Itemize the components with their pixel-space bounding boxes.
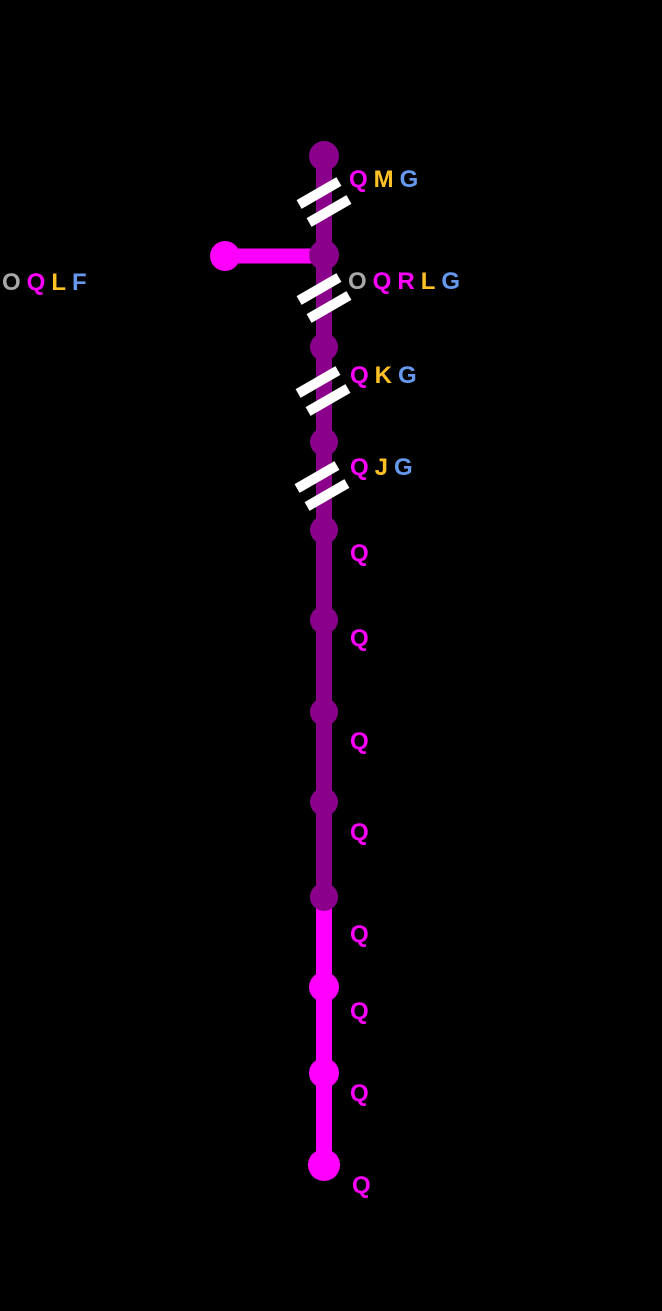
station-q-8-terminus-dot xyxy=(308,1149,340,1181)
label-letter: Q xyxy=(26,269,52,296)
label-letter: Q xyxy=(350,1080,375,1107)
label-letter: Q xyxy=(350,362,375,389)
label-q-3: Q xyxy=(350,730,375,754)
station-oqrlg-dot xyxy=(309,240,339,270)
closure-marker-1 xyxy=(296,177,352,227)
label-letter: Q xyxy=(350,819,375,846)
station-qmg-terminus-dot xyxy=(309,141,339,171)
closure-marker-bar xyxy=(306,195,352,227)
label-qmg: QMG xyxy=(349,168,424,192)
label-q-1: Q xyxy=(350,542,375,566)
label-letter: G xyxy=(441,268,467,295)
label-oqlf: OQLF xyxy=(2,271,93,295)
label-q-7: Q xyxy=(350,1082,375,1106)
label-letter: Q xyxy=(352,1172,377,1199)
label-letter: Q xyxy=(350,540,375,567)
closure-marker-bar xyxy=(304,479,350,511)
station-q-1-dot xyxy=(310,516,338,544)
closure-marker-bar xyxy=(294,461,340,493)
label-letter: K xyxy=(374,362,399,389)
label-letter: Q xyxy=(349,166,374,193)
label-letter: O xyxy=(2,269,27,296)
closure-marker-bar-rect xyxy=(296,177,342,209)
closure-marker-bar-rect xyxy=(304,479,350,511)
label-q-2: Q xyxy=(350,627,375,651)
station-q-6-dot xyxy=(309,972,339,1002)
label-q-4: Q xyxy=(350,821,375,845)
closure-marker-bar-rect xyxy=(306,195,352,227)
station-qkg-dot xyxy=(310,333,338,361)
label-letter: Q xyxy=(372,268,398,295)
label-letter: Q xyxy=(350,625,375,652)
station-oqlf-terminus-dot xyxy=(210,241,240,271)
closure-marker-bar xyxy=(296,177,342,209)
label-letter: R xyxy=(397,268,421,295)
label-letter: O xyxy=(348,268,373,295)
station-qjg-dot xyxy=(310,428,338,456)
label-q-8: Q xyxy=(352,1174,377,1198)
label-letter: M xyxy=(373,166,400,193)
label-letter: J xyxy=(374,454,395,481)
label-letter: Q xyxy=(350,921,375,948)
label-letter: G xyxy=(398,362,423,389)
closure-marker-bar xyxy=(295,366,341,398)
closure-marker-bar-rect xyxy=(295,366,341,398)
closure-marker-bar-rect xyxy=(294,461,340,493)
label-qkg: QKG xyxy=(350,364,423,388)
station-q-2-dot xyxy=(310,606,338,634)
station-q-5-dot xyxy=(310,883,338,911)
closure-marker-3 xyxy=(295,366,351,416)
label-letter: G xyxy=(399,166,425,193)
label-q-5: Q xyxy=(350,923,375,947)
station-q-4-dot xyxy=(310,788,338,816)
station-q-3-dot xyxy=(310,698,338,726)
label-letter: Q xyxy=(350,454,375,481)
label-letter: L xyxy=(51,269,73,296)
closure-marker-bar-rect xyxy=(296,273,342,305)
closure-marker-bar-rect xyxy=(306,291,352,323)
closure-marker-bar xyxy=(296,273,342,305)
closure-marker-2 xyxy=(296,273,352,323)
label-letter: Q xyxy=(350,728,375,755)
label-oqrlg: OQRLG xyxy=(348,270,466,294)
station-q-7-dot xyxy=(309,1058,339,1088)
closure-marker-bar-rect xyxy=(305,384,351,416)
label-letter: L xyxy=(420,268,442,295)
label-qjg: QJG xyxy=(350,456,419,480)
closure-marker-bar xyxy=(306,291,352,323)
label-letter: G xyxy=(394,454,419,481)
label-letter: F xyxy=(72,269,93,296)
label-q-6: Q xyxy=(350,1000,375,1024)
closure-marker-bar xyxy=(305,384,351,416)
label-letter: Q xyxy=(350,998,375,1025)
closure-marker-4 xyxy=(294,461,350,511)
